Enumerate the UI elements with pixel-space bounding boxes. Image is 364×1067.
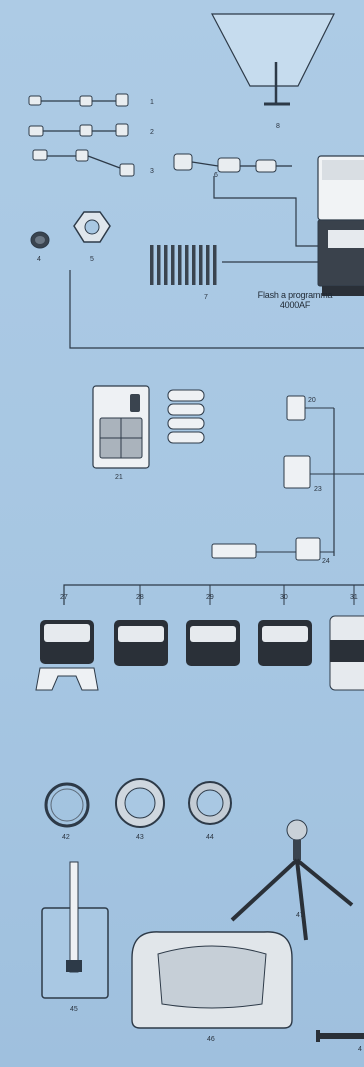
label-43: 43 bbox=[136, 834, 144, 841]
item-48-partial bbox=[316, 1030, 364, 1042]
flash-title: Flash a programma 4000AF bbox=[226, 290, 364, 311]
module-item-23 bbox=[283, 455, 364, 489]
tripod-item-47 bbox=[230, 819, 354, 941]
cap-item-4 bbox=[30, 231, 50, 249]
charger-item-21 bbox=[92, 385, 150, 469]
label-47: 47 bbox=[296, 912, 304, 919]
battery-pack-item bbox=[167, 389, 205, 444]
flash-title-line1: Flash a programma bbox=[257, 290, 333, 300]
ring-item-42 bbox=[44, 782, 90, 828]
label-21: 21 bbox=[115, 474, 123, 481]
viewfinder-item-30 bbox=[258, 620, 312, 666]
case-item-45 bbox=[41, 861, 109, 999]
label-1: 1 bbox=[150, 99, 154, 106]
label-31: 31 bbox=[350, 594, 358, 601]
label-23: 23 bbox=[314, 486, 322, 493]
cap-item-44 bbox=[188, 781, 232, 825]
batteries-item-7 bbox=[150, 245, 217, 285]
cable-item-6 bbox=[173, 153, 320, 247]
ring-item-43 bbox=[115, 778, 165, 828]
cable-item-3 bbox=[32, 149, 135, 177]
label-46: 46 bbox=[207, 1036, 215, 1043]
module-item-20 bbox=[286, 395, 334, 421]
reflector-item-8 bbox=[211, 13, 335, 106]
label-42: 42 bbox=[62, 834, 70, 841]
label-48: 4 bbox=[358, 1046, 362, 1053]
flash-title-line2: 4000AF bbox=[279, 300, 311, 311]
label-28: 28 bbox=[136, 594, 144, 601]
label-3: 3 bbox=[150, 168, 154, 175]
label-45: 45 bbox=[70, 1006, 78, 1013]
label-5: 5 bbox=[90, 256, 94, 263]
cable-item-1 bbox=[28, 93, 129, 107]
label-7: 7 bbox=[204, 294, 208, 301]
viewfinder-item-28 bbox=[114, 620, 168, 666]
viewfinder-item-29 bbox=[186, 620, 240, 666]
bag-item-46 bbox=[131, 931, 293, 1029]
viewfinder-item-31 bbox=[329, 615, 364, 691]
label-27: 27 bbox=[60, 594, 68, 601]
label-24: 24 bbox=[322, 558, 330, 565]
label-44: 44 bbox=[206, 834, 214, 841]
label-8: 8 bbox=[276, 123, 280, 130]
viewfinder-item-27 bbox=[35, 620, 99, 691]
cable-item-2 bbox=[28, 123, 129, 137]
shoe-item-5 bbox=[73, 211, 111, 243]
label-6: 6 bbox=[214, 172, 218, 179]
label-20: 20 bbox=[308, 397, 316, 404]
label-30: 30 bbox=[280, 594, 288, 601]
label-2: 2 bbox=[150, 129, 154, 136]
label-4: 4 bbox=[37, 256, 41, 263]
module-item-24 bbox=[211, 537, 334, 561]
label-29: 29 bbox=[206, 594, 214, 601]
flash-unit bbox=[317, 155, 364, 296]
